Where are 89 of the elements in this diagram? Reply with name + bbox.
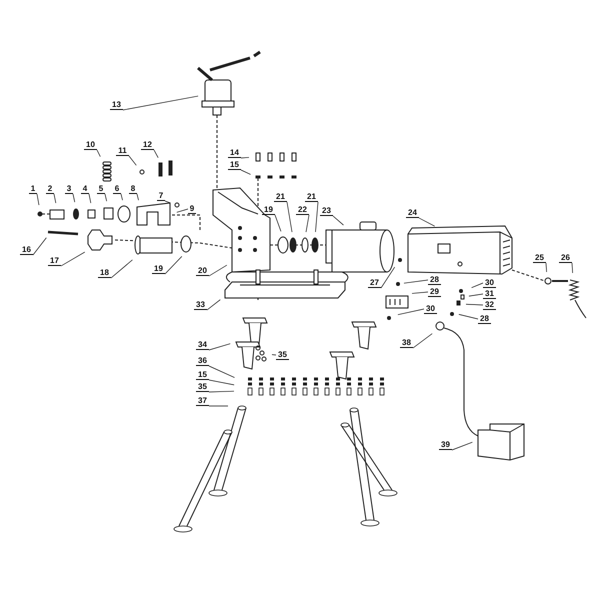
leader-line <box>164 200 171 204</box>
leader-line <box>274 214 282 232</box>
leader-line <box>154 150 158 158</box>
callout-number: 21 <box>274 192 287 202</box>
callout-number: 28 <box>478 314 491 324</box>
callout-number: 11 <box>116 146 129 156</box>
leader-line <box>458 314 478 320</box>
leader-line <box>96 150 101 157</box>
callout-number: 3 <box>65 184 73 194</box>
callout-number: 22 <box>296 205 309 215</box>
leader-line <box>466 304 484 306</box>
leader-line <box>412 333 433 348</box>
leader-line <box>128 156 137 166</box>
leader-line <box>120 194 123 201</box>
leader-line <box>208 390 234 392</box>
callout-number: 2 <box>46 184 54 194</box>
leader-line <box>272 354 276 356</box>
callout-number: 21 <box>305 192 318 202</box>
callout-number: 7 <box>157 191 165 201</box>
callout-number: 16 <box>20 245 33 255</box>
leader-line <box>398 308 424 316</box>
callout-number: 30 <box>483 278 496 288</box>
callout-number: 14 <box>228 148 241 158</box>
leader-line <box>208 343 231 350</box>
leader-line <box>208 380 234 386</box>
callout-number: 30 <box>424 304 437 314</box>
callout-number: 24 <box>406 208 419 218</box>
callout-number: 32 <box>483 300 496 310</box>
leader-line <box>104 194 107 202</box>
leader-line <box>136 194 139 201</box>
leader-line <box>110 260 133 278</box>
callout-number: 10 <box>84 140 97 150</box>
leader-line <box>468 294 484 296</box>
leader-line <box>315 202 318 232</box>
callout-number: 13 <box>110 100 123 110</box>
callout-number: 15 <box>228 160 241 170</box>
callout-number: 1 <box>29 184 37 194</box>
callout-number: 33 <box>194 300 207 310</box>
callout-number: 38 <box>400 338 413 348</box>
leader-line <box>240 170 251 175</box>
callout-number: 35 <box>196 382 209 392</box>
leader-line <box>208 366 235 378</box>
leader-line <box>176 208 188 213</box>
leader-line <box>88 194 92 204</box>
callout-number: 17 <box>48 256 61 266</box>
leader-line <box>206 299 221 310</box>
leader-line <box>36 194 40 206</box>
leader-line <box>208 264 228 276</box>
leader-line <box>404 280 428 284</box>
callout-number: 28 <box>428 275 441 285</box>
leader-line <box>54 194 56 204</box>
callout-number: 6 <box>113 184 121 194</box>
leader-line <box>380 266 396 288</box>
callout-number: 8 <box>129 184 137 194</box>
callout-number: 35 <box>276 350 289 360</box>
callout-number: 25 <box>533 253 546 263</box>
callout-number: 29 <box>428 287 441 297</box>
leader-line <box>32 237 47 256</box>
callout-number: 39 <box>439 440 452 450</box>
callout-number: 19 <box>152 264 165 274</box>
leader-line <box>306 214 310 232</box>
leader-line <box>164 256 182 274</box>
callout-number: 9 <box>188 204 196 214</box>
leader-line <box>286 202 292 232</box>
leader-line <box>122 96 198 110</box>
leader-line <box>332 216 344 226</box>
callout-number: 27 <box>368 278 381 288</box>
callout-number: 19 <box>262 205 275 215</box>
callout-number: 4 <box>81 184 89 194</box>
leader-line <box>546 262 547 272</box>
callout-number: 34 <box>196 340 209 350</box>
callout-number: 37 <box>196 396 209 406</box>
callout-number: 20 <box>196 266 209 276</box>
leader-line <box>60 252 86 266</box>
callout-number: 5 <box>97 184 105 194</box>
callout-number: 23 <box>320 206 333 216</box>
leader-line <box>572 262 573 274</box>
callout-number: 18 <box>98 268 111 278</box>
leader-line <box>471 282 484 288</box>
callout-number: 36 <box>196 356 209 366</box>
callout-number: 31 <box>483 289 496 299</box>
leader-line <box>418 218 436 227</box>
callout-number: 12 <box>141 140 154 150</box>
leader-line <box>452 442 473 450</box>
callout-number: 15 <box>196 370 209 380</box>
leader-line <box>412 292 428 294</box>
callout-number: 26 <box>559 253 572 263</box>
leader-line <box>240 157 250 158</box>
leader-line <box>72 194 76 202</box>
